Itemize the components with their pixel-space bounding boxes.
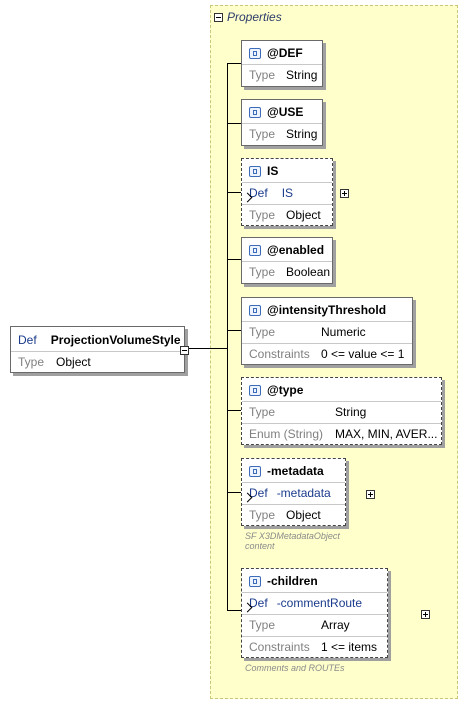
- constraints-value: 1 <= items: [321, 640, 378, 654]
- root-type-value: Object: [56, 355, 91, 369]
- elem-is-box[interactable]: IS Def IS Type Object: [241, 158, 333, 226]
- def-value: -commentRoute: [276, 596, 363, 610]
- collapse-icon[interactable]: [214, 12, 223, 22]
- def-value: -metadata: [276, 486, 331, 500]
- enum-value: MAX, MIN, AVER...: [335, 427, 438, 441]
- elem-metadata-name: -metadata: [267, 464, 324, 478]
- def-label: Def: [249, 596, 268, 610]
- attr-def-box[interactable]: @DEF Type String: [241, 40, 323, 87]
- type-value: Object: [286, 208, 321, 222]
- metadata-note-line1: SF X3DMetadataObject: [245, 531, 340, 541]
- attribute-icon: [249, 244, 261, 256]
- elem-is-name: IS: [267, 164, 279, 178]
- elem-children-box[interactable]: -children Def -commentRoute Type Array C…: [241, 568, 388, 658]
- type-value: Object: [286, 508, 321, 522]
- constraints-value: 0 <= value <= 1: [321, 347, 405, 361]
- def-value: IS: [281, 186, 294, 200]
- expand-icon[interactable]: [365, 490, 375, 499]
- attr-type-box[interactable]: @type Type String Enum (String) MAX, MIN…: [241, 377, 442, 445]
- def-label: Def: [249, 186, 268, 200]
- element-icon: [249, 165, 261, 177]
- metadata-note-line2: content: [245, 541, 275, 551]
- attr-type-name: @type: [267, 383, 304, 397]
- type-label: Type: [249, 265, 276, 279]
- attribute-icon: [249, 47, 261, 59]
- attr-enabled-box[interactable]: @enabled Type Boolean: [241, 237, 333, 284]
- type-label: Type: [249, 68, 276, 82]
- type-value: String: [286, 127, 318, 141]
- type-value: Numeric: [321, 325, 366, 339]
- expand-icon[interactable]: [340, 189, 350, 198]
- branch-is: [227, 192, 241, 193]
- children-note: Comments and ROUTEs: [245, 663, 345, 673]
- type-label: Type: [249, 508, 276, 522]
- type-value: String: [286, 68, 318, 82]
- properties-header[interactable]: Properties: [214, 9, 282, 25]
- attribute-icon: [249, 106, 261, 118]
- def-label: Def: [249, 486, 268, 500]
- attr-intensity-box[interactable]: @intensityThreshold Type Numeric Constra…: [241, 297, 413, 365]
- root-name: ProjectionVolumeStyle: [50, 333, 181, 347]
- root-collapse-icon[interactable]: [180, 346, 189, 355]
- branch-metadata: [227, 492, 241, 493]
- branch-def: [227, 63, 241, 64]
- constraints-label: Constraints: [249, 347, 310, 361]
- expand-icon[interactable]: [421, 610, 431, 619]
- branch-spine: [227, 63, 228, 610]
- root-connector: [184, 348, 227, 349]
- element-icon: [249, 465, 261, 477]
- root-node[interactable]: Def ProjectionVolumeStyle Type Object: [10, 326, 185, 373]
- elem-children-name: -children: [267, 574, 318, 588]
- attr-def-name: @DEF: [267, 46, 303, 60]
- type-value: Array: [321, 618, 350, 632]
- attr-intensity-name: @intensityThreshold: [267, 303, 387, 317]
- attr-use-name: @USE: [267, 105, 304, 119]
- enum-label: Enum (String): [249, 427, 324, 441]
- element-icon: [249, 575, 261, 587]
- attr-use-box[interactable]: @USE Type String: [241, 99, 323, 146]
- branch-enabled: [227, 259, 241, 260]
- metadata-note: SF X3DMetadataObject content: [245, 531, 340, 551]
- type-label: Type: [249, 325, 276, 339]
- type-label: Type: [249, 127, 276, 141]
- branch-type: [227, 410, 241, 411]
- constraints-label: Constraints: [249, 640, 310, 654]
- type-label: Type: [249, 208, 276, 222]
- branch-use: [227, 123, 241, 124]
- attr-enabled-name: @enabled: [267, 243, 325, 257]
- root-type-label: Type: [18, 355, 45, 369]
- attribute-icon: [249, 384, 261, 396]
- elem-metadata-box[interactable]: -metadata Def -metadata Type Object: [241, 458, 346, 526]
- attribute-icon: [249, 304, 261, 316]
- branch-intensity: [227, 330, 241, 331]
- root-def-label: Def: [18, 333, 37, 347]
- type-label: Type: [249, 618, 276, 632]
- type-label: Type: [249, 405, 276, 419]
- type-value: String: [335, 405, 367, 419]
- branch-children: [227, 610, 241, 611]
- properties-label: Properties: [227, 10, 282, 24]
- type-value: Boolean: [286, 265, 331, 279]
